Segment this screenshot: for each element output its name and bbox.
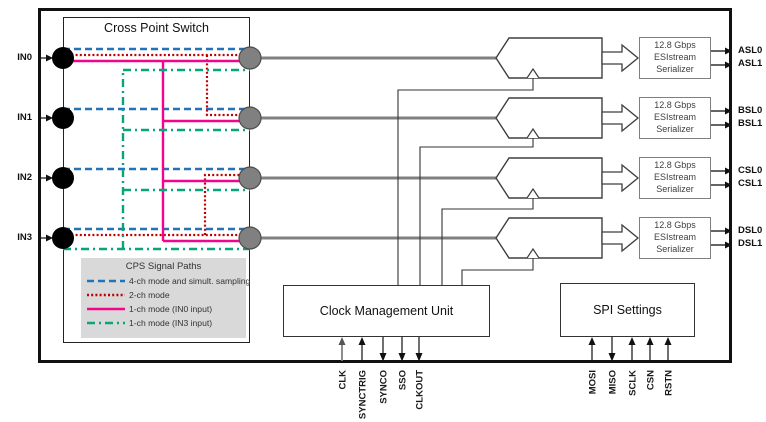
- legend-line-dashdot-icon: [87, 321, 125, 325]
- legend-label: 2-ch mode: [129, 290, 170, 300]
- spi-settings-title: SPI Settings: [593, 303, 662, 317]
- legend-item-1ch-in0: 1-ch mode (IN0 input): [81, 302, 246, 316]
- cps-legend-title: CPS Signal Paths: [125, 261, 202, 272]
- pin-label-sclk: SCLK: [628, 370, 639, 396]
- serializer-a-box: 12.8 Gbps ESIstream Serializer: [639, 37, 711, 79]
- input-label-in1: IN1: [17, 112, 32, 123]
- pin-label-sso: SSO: [398, 370, 409, 390]
- output-label-bsl1: BSL1: [738, 118, 763, 129]
- pin-label-synctrig: SYNCTRIG: [358, 370, 369, 419]
- input-label-in2: IN2: [17, 172, 32, 183]
- core-d-label: Core D: [536, 231, 575, 245]
- clock-management-unit-box: Clock Management Unit: [283, 285, 490, 337]
- clock-management-unit-title: Clock Management Unit: [319, 304, 454, 318]
- output-label-dsl0: DSL0: [738, 225, 763, 236]
- output-label-csl1: CSL1: [738, 178, 763, 189]
- pin-label-clkout: CLKOUT: [415, 370, 426, 410]
- legend-label: 1-ch mode (IN3 input): [129, 318, 213, 328]
- cross-point-switch-title: Cross Point Switch: [104, 21, 209, 35]
- serializer-c-box: 12.8 Gbps ESIstream Serializer: [639, 157, 711, 199]
- legend-label: 4-ch mode and simult. sampling: [129, 276, 251, 286]
- legend-line-dotted-icon: [87, 293, 125, 297]
- input-label-in3: IN3: [17, 232, 32, 243]
- pin-label-clk: CLK: [338, 370, 349, 390]
- spi-settings-box: SPI Settings: [560, 283, 695, 337]
- core-a-label: Core A: [537, 51, 574, 65]
- output-label-csl0: CSL0: [738, 165, 763, 176]
- output-label-dsl1: DSL1: [738, 238, 763, 249]
- core-b-label: Core B: [536, 111, 575, 125]
- legend-label: 1-ch mode (IN0 input): [129, 304, 213, 314]
- legend-line-dashed-icon: [87, 279, 125, 283]
- input-label-in0: IN0: [17, 52, 32, 63]
- pin-label-miso: MISO: [608, 370, 619, 394]
- serializer-b-box: 12.8 Gbps ESIstream Serializer: [639, 97, 711, 139]
- core-c-label: Core C: [536, 171, 575, 185]
- pin-label-synco: SYNCO: [379, 370, 390, 404]
- legend-item-2ch: 2-ch mode: [81, 288, 246, 302]
- output-label-asl0: ASL0: [738, 45, 763, 56]
- legend-item-1ch-in3: 1-ch mode (IN3 input): [81, 316, 246, 330]
- output-label-bsl0: BSL0: [738, 105, 763, 116]
- pin-label-mosi: MOSI: [588, 370, 599, 394]
- output-label-asl1: ASL1: [738, 58, 763, 69]
- pin-label-csn: CSN: [646, 370, 657, 390]
- serializer-d-box: 12.8 Gbps ESIstream Serializer: [639, 217, 711, 259]
- bottom-pin-labels: CLK SYNCTRIG SYNCO SSO CLKOUT MOSI MISO …: [338, 370, 675, 419]
- legend-line-solid-icon: [87, 307, 125, 311]
- pin-label-rstn: RSTN: [664, 370, 675, 396]
- cps-legend: CPS Signal Paths 4-ch mode and simult. s…: [81, 258, 250, 338]
- legend-item-4ch: 4-ch mode and simult. sampling: [81, 274, 250, 288]
